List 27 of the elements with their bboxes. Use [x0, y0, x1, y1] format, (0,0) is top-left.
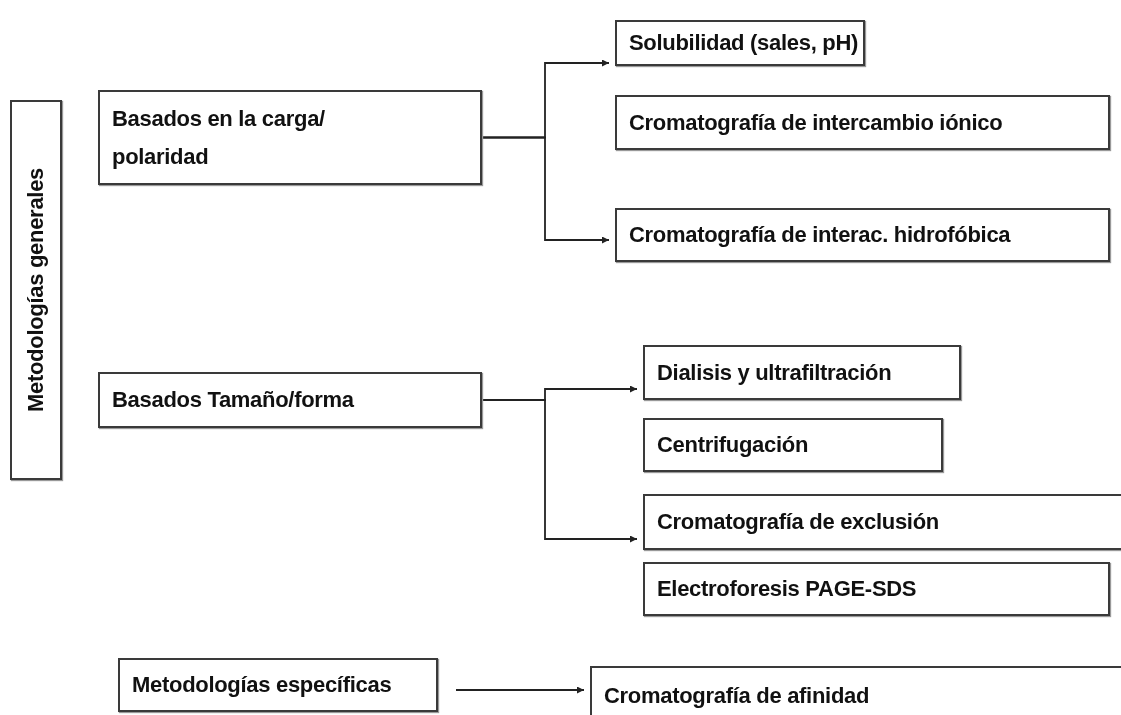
box-label: Dialisis y ultrafiltración	[657, 358, 892, 387]
method-box	[615, 95, 1110, 150]
connector-arrow	[481, 136, 610, 244]
box-label: Cromatografía de afinidad	[604, 682, 870, 711]
box-label: Cromatografía de intercambio iónico	[629, 108, 1003, 137]
box-label: Solubilidad (sales, pH)	[629, 29, 859, 58]
box-label: Centrifugación	[657, 431, 809, 460]
box-label: Cromatografía de exclusión	[657, 508, 939, 537]
connector-arrow	[481, 399, 638, 543]
method-box	[118, 658, 438, 712]
method-box	[643, 562, 1110, 616]
box-label: Metodologías generales	[22, 168, 49, 412]
method-box	[615, 20, 865, 66]
method-box	[98, 90, 482, 185]
method-box	[643, 345, 961, 400]
box-label: Electroforesis PAGE-SDS	[657, 575, 917, 604]
method-box	[643, 418, 943, 472]
box-label: Basados en la carga/ polaridad	[112, 105, 326, 171]
box-label: Metodologías específicas	[132, 671, 392, 700]
box-label: Basados Tamaño/forma	[112, 386, 354, 415]
method-box	[643, 494, 1121, 550]
method-box	[98, 372, 482, 428]
connector-arrow	[455, 686, 585, 694]
method-box	[590, 666, 1121, 715]
method-box	[10, 100, 62, 480]
box-label: Cromatografía de interac. hidrofóbica	[629, 221, 1011, 250]
method-box	[615, 208, 1110, 262]
